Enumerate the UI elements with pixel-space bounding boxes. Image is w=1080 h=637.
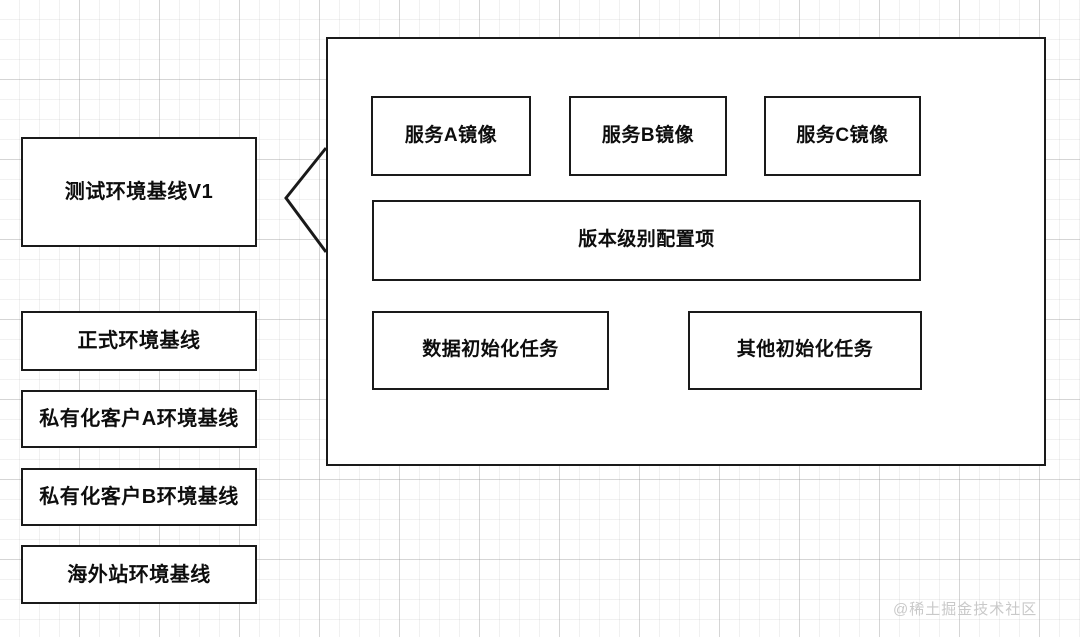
baseline-node-label: 正式环境基线 — [77, 330, 201, 352]
service-image-node-c[interactable]: 服务C镜像 — [764, 96, 921, 176]
baseline-node-private-customer-b[interactable]: 私有化客户B环境基线 — [21, 468, 257, 526]
watermark: @稀土掘金技术社区 — [893, 601, 1038, 618]
baseline-node-test-v1[interactable]: 测试环境基线V1 — [21, 137, 257, 247]
baseline-node-private-customer-a[interactable]: 私有化客户A环境基线 — [21, 390, 257, 448]
baseline-node-label: 私有化客户B环境基线 — [39, 486, 239, 508]
baseline-node-label: 私有化客户A环境基线 — [39, 408, 239, 430]
service-image-node-a[interactable]: 服务A镜像 — [371, 96, 531, 176]
init-task-node-other[interactable]: 其他初始化任务 — [688, 311, 922, 390]
version-config-label: 版本级别配置项 — [578, 229, 715, 251]
baseline-node-label: 海外站环境基线 — [67, 563, 211, 586]
init-task-node-data[interactable]: 数据初始化任务 — [372, 311, 609, 390]
init-task-label: 数据初始化任务 — [422, 339, 559, 361]
baseline-node-prod[interactable]: 正式环境基线 — [21, 311, 257, 371]
baseline-node-overseas[interactable]: 海外站环境基线 — [21, 545, 257, 604]
left-chevron-icon — [284, 147, 328, 253]
service-image-node-b[interactable]: 服务B镜像 — [569, 96, 727, 176]
service-image-label: 服务C镜像 — [796, 124, 889, 146]
version-config-node[interactable]: 版本级别配置项 — [372, 200, 921, 281]
baseline-node-label: 测试环境基线V1 — [64, 181, 214, 203]
service-image-label: 服务A镜像 — [404, 124, 498, 146]
init-task-label: 其他初始化任务 — [736, 339, 874, 361]
service-image-label: 服务B镜像 — [601, 124, 695, 146]
